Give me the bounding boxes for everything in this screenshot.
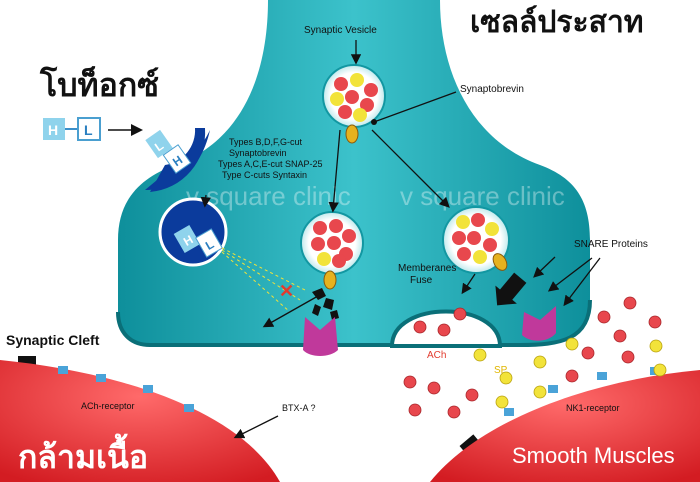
snare-receptor-left <box>303 317 338 356</box>
endosome-botox: H L <box>158 197 228 267</box>
snare-receptor-right <box>522 306 556 341</box>
botox-receptor-wedge-2 <box>150 128 206 192</box>
sp-label: SP <box>494 365 508 376</box>
synaptobrevin-label: Synaptobrevin <box>460 84 524 95</box>
synaptobrevin-dot <box>371 119 377 125</box>
ach-molecules <box>403 296 662 419</box>
synaptic-vesicle-label: Synaptic Vesicle <box>304 25 377 36</box>
nk1-receptor-label: NK1-receptor <box>566 403 620 413</box>
muscle-right <box>430 370 700 482</box>
botox-title: โบท็อกซ์ <box>39 65 159 104</box>
broken-snare <box>312 288 339 320</box>
synaptic-cleft-label: Synaptic Cleft <box>6 332 100 348</box>
neuron-title: เซลล์ประสาท <box>470 5 644 40</box>
muscle-left <box>0 360 280 482</box>
process-arrows <box>200 40 601 439</box>
botox-bound: L H <box>145 129 192 174</box>
smooth-muscle-title: Smooth Muscles <box>512 443 675 468</box>
free-l: L <box>84 122 93 138</box>
muscle-title: กล้ามเนื้อ <box>18 433 148 476</box>
ach-label: ACh <box>427 350 446 361</box>
btx-label: BTX-A ? <box>282 403 316 413</box>
types-line1: Types B,D,F,G-cut <box>229 137 303 147</box>
free-h: H <box>48 122 58 138</box>
neuron-membrane-edge <box>116 299 592 347</box>
cut-x-icon: ✕ <box>279 281 294 301</box>
snap25-marker-right <box>495 272 527 306</box>
vesicle-fusing <box>442 206 510 274</box>
sp-molecules <box>473 337 667 409</box>
watermark-top-right: v square clinic <box>400 181 565 211</box>
types-line3: Types A,C,E-cut SNAP-25 <box>218 159 323 169</box>
types-line4: Type C-cuts Syntaxin <box>222 170 307 180</box>
memberanes-label-1: Memberanes <box>398 263 456 274</box>
vesicle-top <box>322 64 386 144</box>
botox-molecule-free: H L <box>43 117 101 141</box>
memberanes-label-2: Fuse <box>410 275 433 286</box>
types-line2: Synaptobrevin <box>229 148 287 158</box>
synaptobrevin-pointer <box>373 91 457 123</box>
ach-receptor-label: ACh-receptor <box>81 401 135 411</box>
snare-proteins-label: SNARE Proteins <box>574 239 648 250</box>
vesicle-docking <box>300 211 364 290</box>
ach-receptors-left <box>58 366 194 412</box>
